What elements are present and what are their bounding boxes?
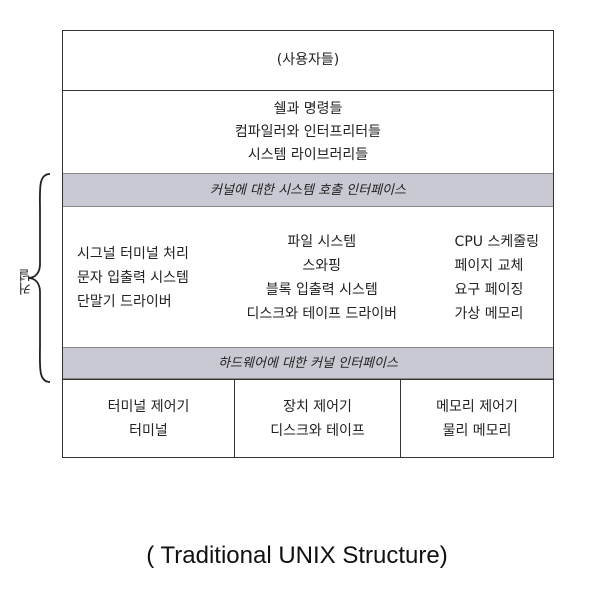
kernel-column-file: 파일 시스템 스와핑 블록 입출력 시스템 디스크와 테이프 드라이버 — [246, 209, 397, 347]
hardware-memory-line-2: 물리 메모리 — [442, 422, 512, 439]
hardware-cell-memory: 메모리 제어기 물리 메모리 — [401, 380, 553, 457]
kernel-center-line-3: 블록 입출력 시스템 — [265, 282, 378, 298]
unix-structure-diagram: (사용자들) 쉘과 명령들 컴파일러와 인터프리터들 시스템 라이브러리들 커널… — [62, 30, 554, 458]
hw-interface-label: 하드웨어에 대한 커널 인터페이스 — [218, 355, 398, 371]
kernel-right-line-2: 페이지 교체 — [454, 258, 524, 274]
kernel-right-line-3: 요구 페이징 — [454, 282, 524, 298]
kernel-label: 커널 — [19, 269, 34, 295]
hardware-memory-line-1: 메모리 제어기 — [436, 398, 518, 415]
hardware-terminal-line-1: 터미널 제어기 — [107, 398, 190, 415]
hw-interface-band: 하드웨어에 대한 커널 인터페이스 — [63, 347, 553, 379]
users-layer: (사용자들) — [63, 31, 553, 91]
kernel-column-memory: CPU 스케줄링 페이지 교체 요구 페이징 가상 메모리 — [455, 209, 539, 347]
hardware-layer: 터미널 제어기 터미널 장치 제어기 디스크와 테이프 메모리 제어기 물리 메… — [63, 379, 553, 457]
hardware-device-line-1: 장치 제어기 — [283, 398, 352, 415]
kernel-brace — [27, 173, 51, 383]
kernel-right-line-1: CPU 스케줄링 — [454, 234, 539, 250]
kernel-left-line-3: 단말기 드라이버 — [77, 294, 172, 310]
kernel-column-terminal: 시그널 터미널 처리 문자 입출력 시스템 단말기 드라이버 — [77, 209, 189, 347]
shell-line-3: 시스템 라이브러리들 — [247, 146, 369, 163]
caption: ( Traditional UNIX Structure) — [146, 542, 448, 569]
users-label: (사용자들) — [276, 52, 340, 68]
hardware-device-line-2: 디스크와 테이프 — [270, 422, 365, 439]
kernel-right-line-4: 가상 메모리 — [454, 306, 524, 322]
kernel-layer: 시그널 터미널 처리 문자 입출력 시스템 단말기 드라이버 파일 시스템 스와… — [63, 209, 553, 347]
shell-line-1: 쉘과 명령들 — [273, 100, 343, 117]
shell-line-2: 컴파일러와 인터프리터들 — [234, 123, 382, 140]
kernel-center-line-1: 파일 시스템 — [287, 234, 357, 250]
hardware-cell-device: 장치 제어기 디스크와 테이프 — [235, 380, 401, 457]
syscall-interface-label: 커널에 대한 시스템 호출 인터페이스 — [210, 182, 406, 198]
hardware-terminal-line-2: 터미널 — [129, 422, 168, 439]
syscall-interface-band: 커널에 대한 시스템 호출 인터페이스 — [63, 173, 553, 207]
kernel-center-line-2: 스와핑 — [302, 258, 342, 274]
kernel-center-line-4: 디스크와 테이프 드라이버 — [246, 306, 398, 322]
shell-layer: 쉘과 명령들 컴파일러와 인터프리터들 시스템 라이브러리들 — [63, 91, 553, 173]
hardware-cell-terminal: 터미널 제어기 터미널 — [63, 380, 235, 457]
kernel-left-line-1: 시그널 터미널 처리 — [77, 246, 189, 262]
kernel-left-line-2: 문자 입출력 시스템 — [77, 270, 189, 286]
